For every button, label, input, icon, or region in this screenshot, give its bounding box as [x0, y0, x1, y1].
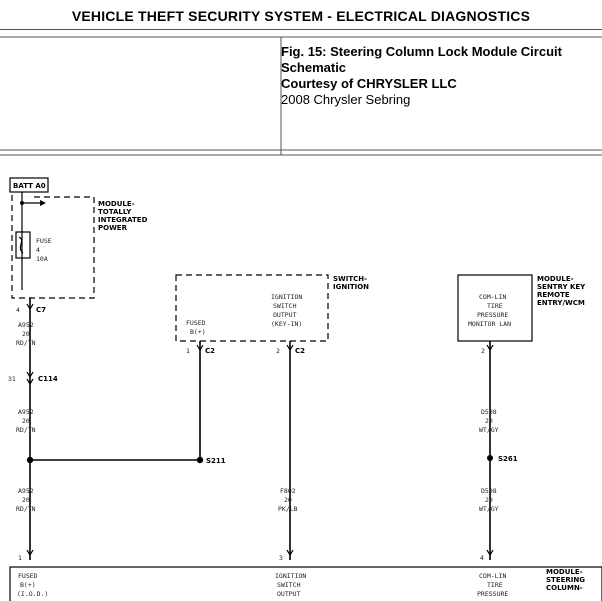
w3-gauge: 20	[22, 496, 30, 504]
s261-label: S261	[498, 455, 518, 463]
w1-color: RD/TN	[16, 339, 36, 347]
fuse-l2: 4	[36, 246, 40, 254]
w3-color: RD/TN	[16, 505, 36, 513]
bot-com-l3: PRESSURE	[477, 590, 508, 598]
header-bar: VEHICLE THEFT SECURITY SYSTEM - ELECTRIC…	[0, 0, 602, 30]
batt-label: BATT A0	[13, 182, 46, 190]
caption-table: Fig. 15: Steering Column Lock Module Cir…	[0, 37, 602, 155]
bot-ign-l1: IGNITION	[275, 572, 306, 580]
w1-gauge: 20	[22, 330, 30, 338]
skreem-l1: MODULE-	[537, 275, 574, 283]
w2-id: A952	[18, 408, 34, 416]
batt-box	[9, 177, 49, 193]
c7-pin: 4	[16, 306, 20, 314]
skreem-l4: ENTRY/WCM	[537, 299, 585, 307]
pin2-label: 2	[481, 347, 485, 355]
sclm-l1: MODULE-	[546, 568, 583, 576]
figure-title-line1: Fig. 15: Steering Column Lock Module Cir…	[281, 44, 562, 59]
bot-ign-l3: OUTPUT	[277, 590, 301, 598]
figure-caption: Fig. 15: Steering Column Lock Module Cir…	[281, 44, 602, 156]
figure-title-line2: Schematic	[281, 60, 347, 75]
w6-color: WT/GY	[479, 505, 499, 513]
c114-pin: 31	[8, 375, 16, 383]
comlin1-l4: MONITOR LAN	[468, 320, 511, 328]
splice-s211	[196, 456, 204, 464]
w2-color: RD/TN	[16, 426, 36, 434]
skreem-l3: REMOTE	[537, 291, 570, 299]
page-title: VEHICLE THEFT SECURITY SYSTEM - ELECTRIC…	[71, 8, 531, 24]
s211-label: S211	[206, 457, 226, 465]
switch-l1: SWITCH-	[333, 275, 367, 283]
w2-gauge: 20	[22, 417, 30, 425]
bot-fused-l3: (I.O.D.)	[17, 590, 48, 598]
fuse-symbol	[15, 231, 31, 259]
ignout-l1: IGNITION	[271, 293, 302, 301]
ignout-l3: OUTPUT	[273, 311, 297, 319]
fuse-l3: 10A	[36, 255, 48, 263]
splice-s261	[487, 455, 493, 461]
comlin1-l1: COM-LIN	[479, 293, 506, 301]
bot-fused-l2: B(+)	[20, 581, 36, 589]
c2a-pin: 1	[186, 347, 190, 355]
bot-com-l1: COM-LIN	[479, 572, 506, 580]
w4-gauge: 20	[284, 496, 292, 504]
c2a-name: C2	[205, 347, 215, 355]
tipm-l1: MODULE-	[98, 200, 135, 208]
tipm-l3: INTEGRATED	[98, 216, 148, 224]
comlin1-l3: PRESSURE	[477, 311, 508, 319]
w4-id: F802	[280, 487, 296, 495]
w3-id: A952	[18, 487, 34, 495]
ignout-l2: SWITCH	[273, 302, 297, 310]
pin3-label: 3	[279, 554, 283, 562]
caption-borders	[0, 36, 602, 156]
w6-gauge: 20	[485, 496, 493, 504]
comlin1-l2: TIRE	[487, 302, 503, 310]
c114-name: C114	[38, 375, 58, 383]
tipm-l4: POWER	[98, 224, 128, 232]
c2b-name: C2	[295, 347, 305, 355]
pin4-label: 4	[480, 554, 484, 562]
figure-vehicle: 2008 Chrysler Sebring	[281, 92, 411, 107]
sclm-l2: STEERING	[546, 576, 585, 584]
w5-gauge: 20	[485, 417, 493, 425]
w1-id: A952	[18, 321, 34, 329]
bot-ign-l2: SWITCH	[277, 581, 301, 589]
w6-id: D508	[481, 487, 497, 495]
skreem-l2: SENTRY KEY	[537, 283, 586, 291]
ignout-l4: (KEY-IN)	[271, 320, 302, 328]
w4-color: PK/LB	[278, 505, 298, 513]
tipm-l2: TOTALLY	[98, 208, 132, 216]
w5-color: WT/GY	[479, 426, 499, 434]
switch-l2: IGNITION	[333, 283, 369, 291]
bot-com-l2: TIRE	[487, 581, 503, 589]
fuse-l1: FUSE	[36, 237, 52, 245]
sclm-box	[9, 566, 602, 601]
skreem-box	[457, 274, 533, 342]
c2b-pin: 2	[276, 347, 280, 355]
figure-courtesy: Courtesy of CHRYSLER LLC	[281, 76, 457, 91]
c7-name: C7	[36, 306, 46, 314]
tipm-dashed-box	[11, 195, 95, 299]
splice-left	[26, 456, 34, 464]
fused-l2: B(+)	[190, 328, 206, 336]
switch-dashed-box	[175, 274, 329, 342]
w5-id: D508	[481, 408, 497, 416]
sclm-l3: COLUMN-	[546, 584, 583, 592]
pin1-label: 1	[18, 554, 22, 562]
fused-l1: FUSED	[186, 319, 206, 327]
bot-fused-l1: FUSED	[18, 572, 38, 580]
